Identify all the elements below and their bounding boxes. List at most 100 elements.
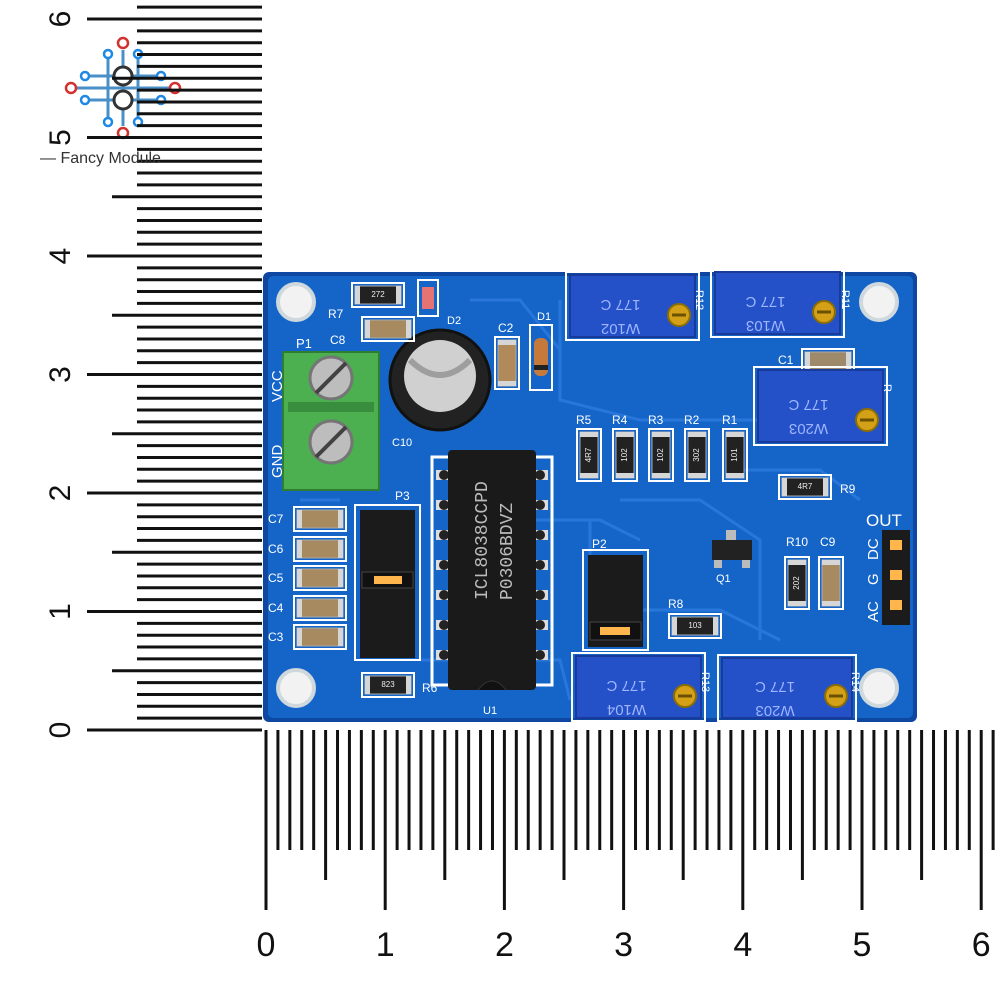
capacitor-body: [296, 509, 344, 529]
capacitor-outline: [293, 624, 347, 650]
transistor: [712, 530, 752, 568]
capacitor-ref: C9: [820, 535, 836, 549]
header-out: [882, 530, 910, 625]
resistor-code: 103: [688, 621, 702, 630]
capacitor-outline: [293, 536, 347, 562]
smd-terminal: [672, 617, 677, 635]
smd-terminal: [338, 569, 343, 587]
smd-terminal: [498, 340, 516, 345]
capacitor-body: [296, 568, 344, 588]
bottom-ruler-label: 6: [972, 926, 991, 964]
ic-pin-pad: [439, 560, 449, 570]
capacitor-ref: C6: [268, 542, 284, 556]
diode-d2: [417, 279, 439, 317]
smd-terminal: [846, 352, 851, 370]
pot-marking-bottom: W203: [755, 702, 794, 719]
ic-pin-pad: [439, 650, 449, 660]
resistor-ref: R5: [576, 413, 592, 427]
pot-ref: R: [881, 384, 893, 392]
ic-pin-pad: [535, 560, 545, 570]
resistor-ref: R6: [422, 681, 438, 695]
resistor-code: 272: [371, 290, 385, 299]
smd-terminal: [338, 599, 343, 617]
ic-pin-pad: [439, 500, 449, 510]
silkscreen: P1 VCC GND ICL8038CCPD P0306BDVZ U1 C10 …: [268, 290, 902, 717]
capacitor-ref: C3: [268, 630, 284, 644]
resistor-outline: [361, 672, 415, 698]
capacitor-outline: [293, 595, 347, 621]
gnd-label: GND: [269, 445, 286, 479]
mounting-holes: [276, 282, 899, 708]
pot-marking-bottom: W103: [746, 317, 785, 334]
c10-ref: C10: [392, 437, 412, 449]
pot-marking-bottom: W104: [607, 701, 646, 718]
smd-terminal: [297, 540, 302, 558]
bottom-ruler-label: 2: [495, 926, 514, 964]
smd-terminal: [297, 599, 302, 617]
resistor-outline: [648, 428, 674, 482]
out-title: OUT: [866, 511, 902, 530]
ic-pin-pad: [439, 530, 449, 540]
ic-pin-pad: [439, 590, 449, 600]
smd-terminal: [652, 432, 670, 437]
terminal-ref: P1: [296, 336, 312, 351]
resistor-outline: [778, 474, 832, 500]
capacitor-outline: [494, 336, 520, 390]
left-ruler-label: 0: [44, 722, 77, 739]
d2-ref: D2: [447, 315, 461, 327]
trimmer-pot: [721, 657, 853, 719]
smd-terminal: [297, 569, 302, 587]
q1-ref: Q1: [716, 573, 731, 585]
ic-pin-pad: [535, 500, 545, 510]
smd-terminal: [365, 320, 370, 338]
bottom-ruler-label: 0: [257, 926, 276, 964]
out-g: G: [865, 573, 882, 585]
ic-pin-pad: [439, 620, 449, 630]
smd-terminal: [822, 560, 840, 565]
smd-terminal: [297, 510, 302, 528]
resistor-code: 4R7: [584, 447, 593, 462]
electrolytic-capacitor: [388, 328, 492, 432]
left-ruler-label: 2: [44, 485, 77, 502]
capacitor-body: [296, 598, 344, 618]
resistor-ref: R10: [786, 535, 808, 549]
ic-ref: U1: [483, 705, 497, 717]
resistor-ref: R3: [648, 413, 664, 427]
pot-outline: [717, 654, 857, 722]
ic-marking-line2: P0306BDVZ: [498, 503, 518, 600]
capacitor-outline: [293, 565, 347, 591]
pot-marking-top: 177 C: [606, 677, 646, 694]
resistor-ref: R8: [668, 597, 684, 611]
pot-ref: R14: [849, 672, 861, 692]
left-ruler-label: 4: [44, 248, 77, 265]
ic-chip: [430, 450, 554, 691]
left-ruler-label: 3: [44, 366, 77, 383]
bottom-ruler-label: 4: [733, 926, 752, 964]
left-ruler-label: 6: [44, 11, 77, 28]
smd-terminal: [616, 432, 634, 437]
p3-ref: P3: [395, 489, 410, 503]
smd-terminal: [788, 601, 806, 606]
pot-ref: R12: [693, 290, 705, 310]
resistor-outline: [668, 613, 722, 639]
left-ruler-label: 5: [44, 129, 77, 146]
smd-terminal: [805, 352, 810, 370]
out-ac: AC: [865, 601, 882, 622]
pot-outline: [710, 268, 845, 338]
smd-terminal: [406, 676, 411, 694]
brand-caption: — Fancy Module: [40, 150, 161, 167]
capacitor-body: [821, 559, 841, 607]
smd-terminal: [616, 473, 634, 478]
resistor-code: 4R7: [798, 482, 813, 491]
resistor-ref: R4: [612, 413, 628, 427]
smd-terminal: [338, 628, 343, 646]
ic-pin-pad: [535, 470, 545, 480]
resistor-code: 202: [792, 576, 801, 590]
brand-name: Fancy Module: [60, 150, 161, 167]
smd-terminal: [652, 473, 670, 478]
resistor-outline: [351, 282, 405, 308]
